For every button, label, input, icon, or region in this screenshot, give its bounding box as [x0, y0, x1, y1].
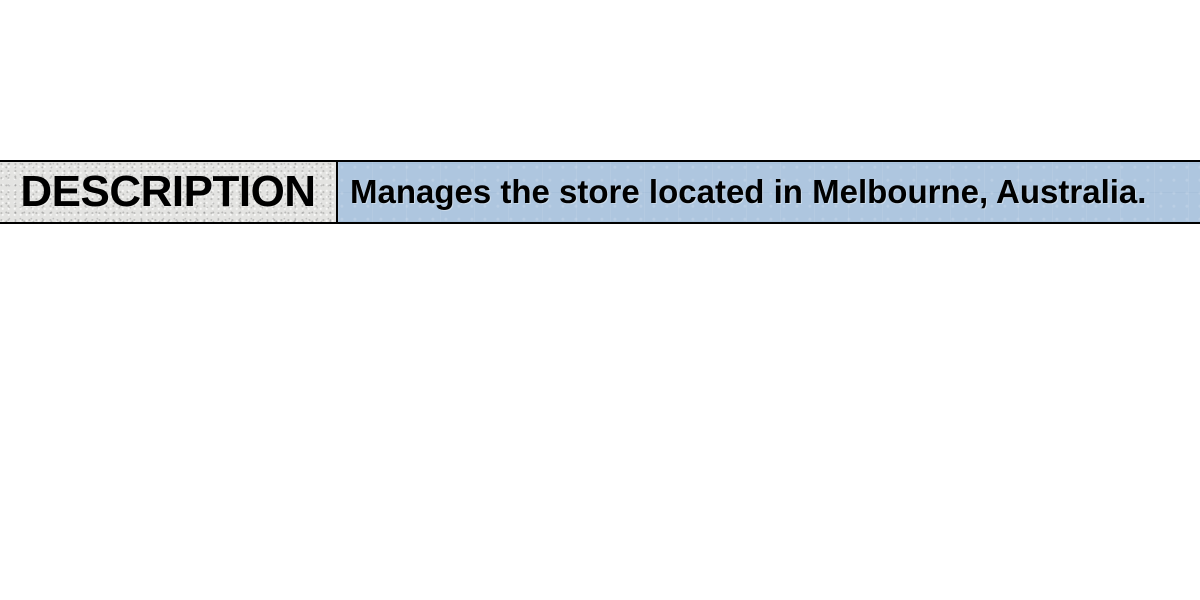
description-value-cell: Manages the store located in Melbourne, … — [338, 162, 1200, 222]
description-label: DESCRIPTION — [20, 167, 316, 216]
description-row: DESCRIPTION Manages the store located in… — [0, 160, 1200, 224]
description-label-cell: DESCRIPTION — [0, 162, 338, 222]
description-value: Manages the store located in Melbourne, … — [350, 173, 1147, 210]
